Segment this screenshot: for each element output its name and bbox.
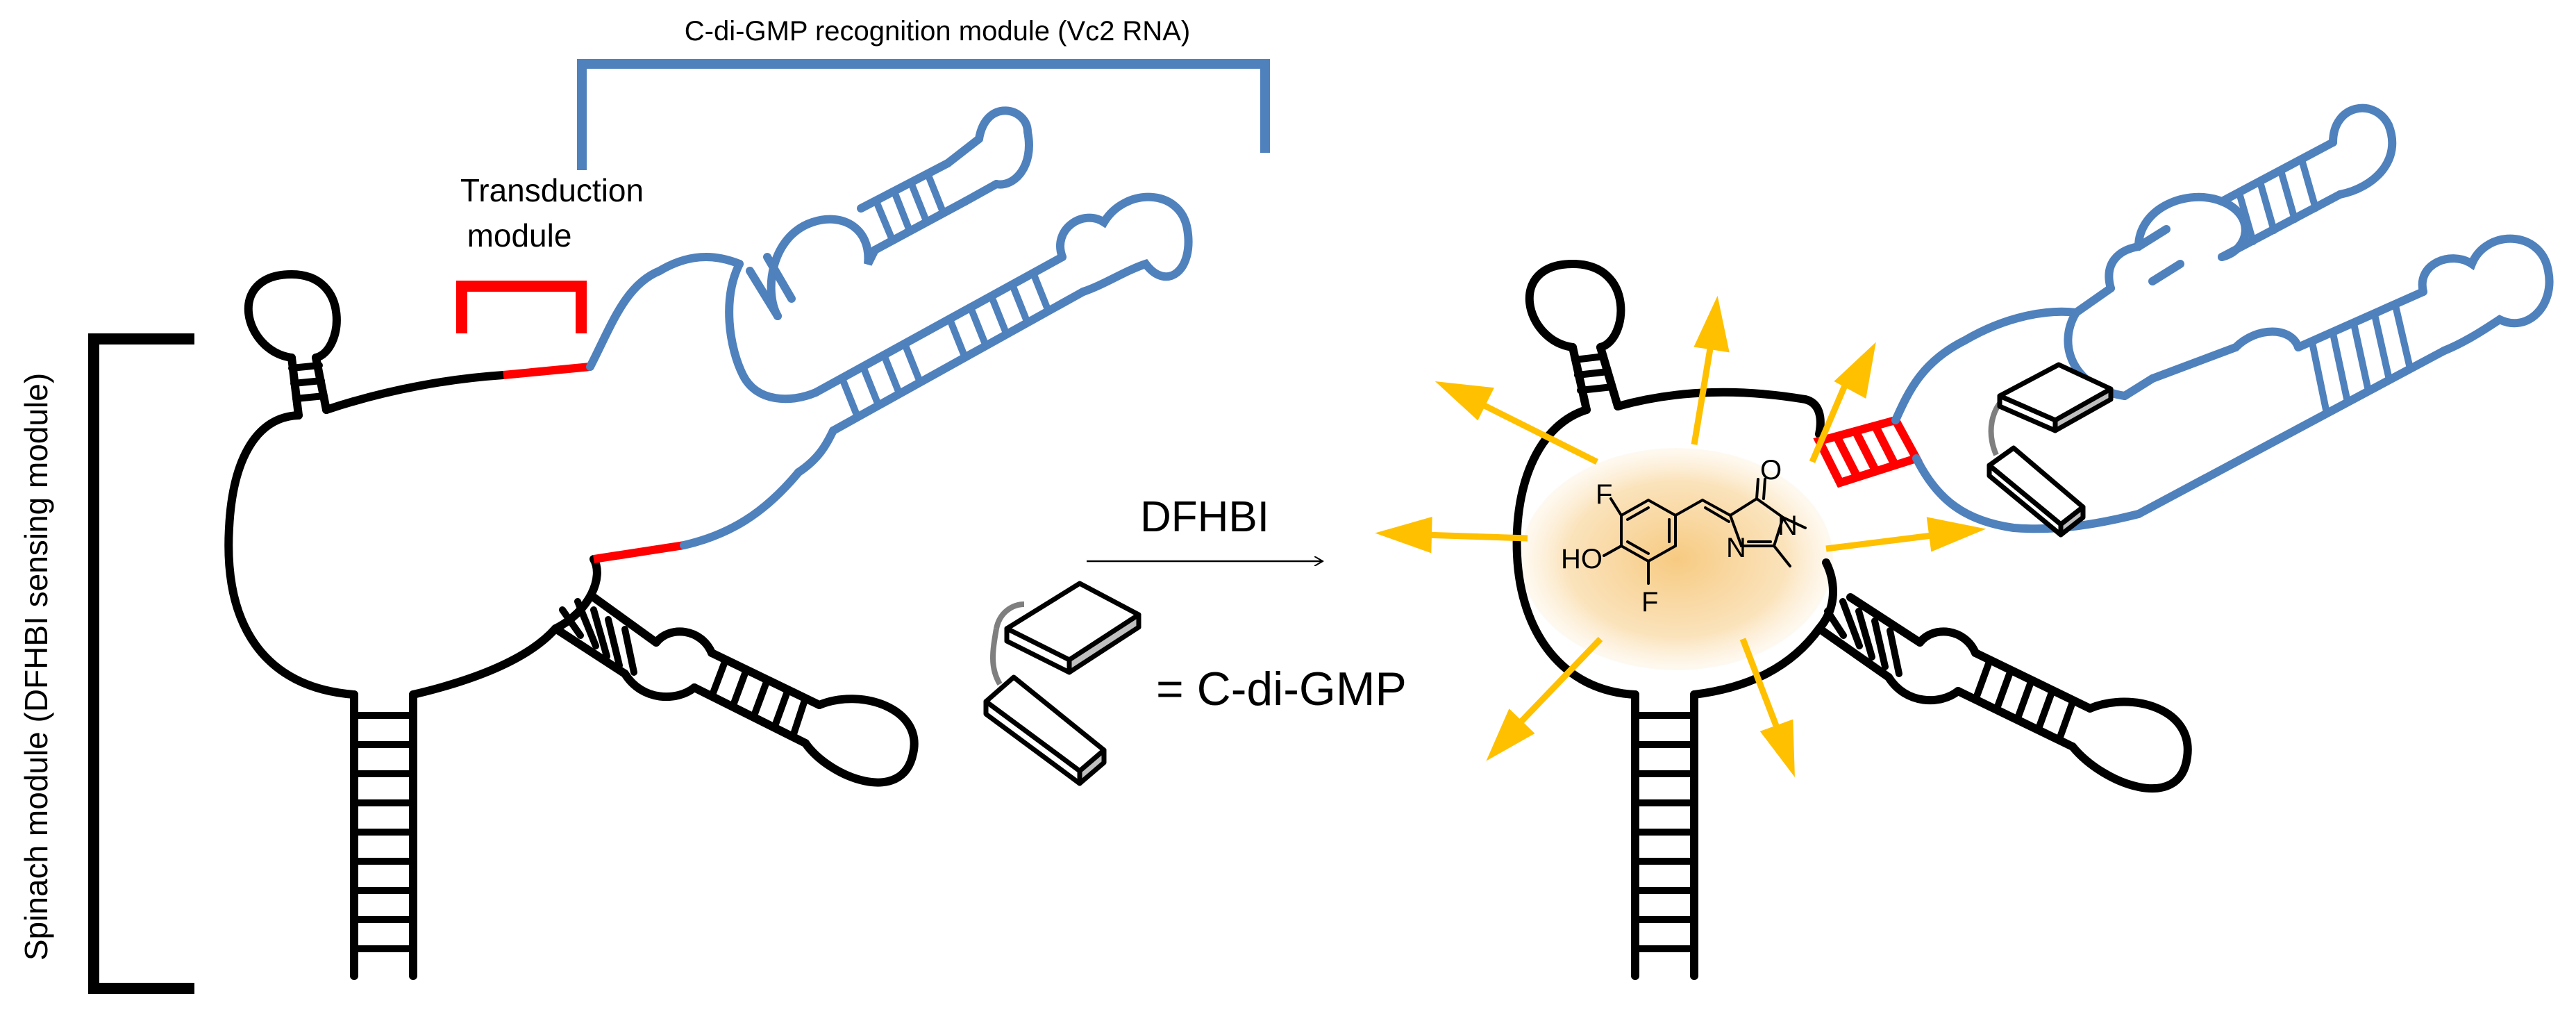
carbonyl-bond [1755, 478, 1759, 500]
n-methyl-bond [1782, 516, 1807, 529]
right-right-stem-strand [1846, 593, 1924, 647]
emission-arrow [1691, 295, 1730, 445]
left-vc2-upper-arm-strand [725, 260, 820, 404]
c-di-gmp-legend-label: = C-di-GMP [1156, 663, 1407, 715]
transduction-label-line1: Transduction [460, 172, 644, 208]
atom-f-bottom: F [1641, 587, 1658, 617]
atom-nitrogen-1: N [1778, 510, 1798, 541]
emission-arrow [1739, 638, 1795, 777]
right-vc2-bubble [2134, 192, 2250, 261]
left-internal-loop-bottom [621, 670, 699, 702]
right-vc2-arm2-strand [2134, 347, 2448, 518]
left-vc2-arm2-strand [829, 288, 1087, 435]
spinach-module-label: Spinach module (DFHBI sensing module) [18, 373, 54, 961]
right-vc2-arm2-strand [2148, 343, 2240, 383]
bond-c-oh [1603, 545, 1623, 557]
left-vc2-upper-linker [586, 253, 744, 371]
right-bottom-stem-rungs [1632, 712, 1698, 952]
right-vc2-lower-linker [1912, 454, 2143, 533]
atom-oxygen: O [1760, 455, 1782, 485]
right-right-stem-rungs [1824, 598, 1902, 677]
right-vc2-arm1-strand [2218, 190, 2344, 261]
c-methyl-bond [1773, 545, 1791, 567]
left-right-hairpin-loop [801, 695, 919, 787]
right-right-stem2-rungs [1973, 656, 2077, 742]
right-aptamer: F F HO O N N [1375, 103, 2554, 980]
bound-c-di-gmp [1987, 362, 2114, 538]
right-vc2-upper-linker [1891, 307, 2080, 424]
right-right-hairpin-loop [2068, 697, 2192, 793]
left-vc2-arm1-strand [944, 135, 983, 167]
left-right-stem2-rungs [708, 656, 809, 740]
transduction-label-line2: module [467, 217, 572, 254]
atom-nitrogen-2: N [1726, 533, 1746, 563]
left-vc2-arm2-rungs [840, 273, 1052, 420]
right-main-loop-bottom [1690, 558, 1837, 699]
c-di-gmp-legend-symbol [983, 581, 1141, 786]
right-vc2-stem-strand [2121, 374, 2157, 400]
right-vc2-arm2-hairpin [2418, 234, 2554, 355]
left-transduction-strand-top [503, 363, 591, 379]
right-vc2-arm1-strand [2134, 225, 2171, 251]
right-right-stem-strand [1815, 624, 1893, 681]
left-vc2-arm2-strand [812, 253, 1067, 397]
emission-arrow [1435, 381, 1599, 465]
right-vc2-arm2-strand [2294, 288, 2427, 351]
transduction-module-bracket [456, 281, 587, 333]
left-right-stem-strand [589, 593, 660, 647]
left-vc2-lower-connector [794, 426, 837, 476]
left-transduction-strand-bottom [593, 541, 685, 563]
methine-bond [1674, 499, 1704, 517]
left-right-stem-rungs [559, 598, 637, 676]
recognition-module-label: C-di-GMP recognition module (Vc2 RNA) [685, 16, 1190, 47]
emission-arrow [1375, 516, 1528, 554]
right-internal-loop-top [1916, 627, 1980, 657]
legend-linker [994, 601, 1025, 630]
left-vc2-domain [586, 106, 1193, 549]
right-transduction-stem [1813, 415, 1923, 488]
right-top-hairpin-loop [1525, 259, 1625, 351]
atom-f-top: F [1596, 479, 1612, 510]
fluorescence-glow [1521, 448, 1833, 670]
right-vc2-arm1-hairpin [2329, 103, 2397, 199]
left-bottom-stem-rungs [351, 712, 417, 952]
emission-arrow [1486, 636, 1603, 761]
left-vc2-internal-loop [767, 215, 879, 320]
dfhbi-molecule [1603, 478, 1807, 585]
left-vc2-lower-linker [680, 468, 803, 549]
right-top-stem-rungs [1571, 353, 1616, 394]
reaction-arrow-label: DFHBI [1140, 493, 1269, 541]
left-vc2-arm1-rungs [873, 170, 946, 243]
left-vc2-arm1-hairpin [975, 106, 1033, 189]
left-spinach-core [224, 269, 919, 980]
bond-c-f-top [1609, 497, 1623, 517]
right-vc2-arm1-rungs [2236, 156, 2319, 245]
fluorescence-arrows [1375, 295, 1987, 777]
right-vc2-arm2-rungs [2309, 302, 2413, 413]
right-internal-loop-bottom [1884, 673, 1962, 705]
left-aptamer [224, 106, 1193, 980]
spinach-module-bracket [88, 333, 194, 994]
left-main-loop-top [322, 371, 508, 414]
left-vc2-arm2-hairpin [1056, 192, 1193, 296]
left-main-loop-bottom [409, 555, 601, 699]
left-internal-loop-top [652, 627, 716, 657]
right-vc2-stem-strand [2072, 284, 2115, 317]
atom-hydroxyl: HO [1561, 544, 1603, 574]
recognition-module-bracket [577, 59, 1270, 170]
left-main-loop-left [224, 411, 358, 699]
emission-arrow [1825, 517, 1987, 552]
left-top-stem-rungs [288, 362, 328, 402]
imidazolinone-ring [1728, 497, 1785, 547]
left-right-stem-strand [551, 624, 629, 678]
emission-arrow [1809, 342, 1876, 463]
left-vc2-arm1-strand [961, 180, 1001, 206]
left-top-hairpin-loop [244, 269, 341, 362]
right-spinach-core [1512, 259, 2192, 980]
right-main-loop-top [1614, 388, 1825, 438]
right-vc2-arm1-strand [2148, 260, 2184, 285]
